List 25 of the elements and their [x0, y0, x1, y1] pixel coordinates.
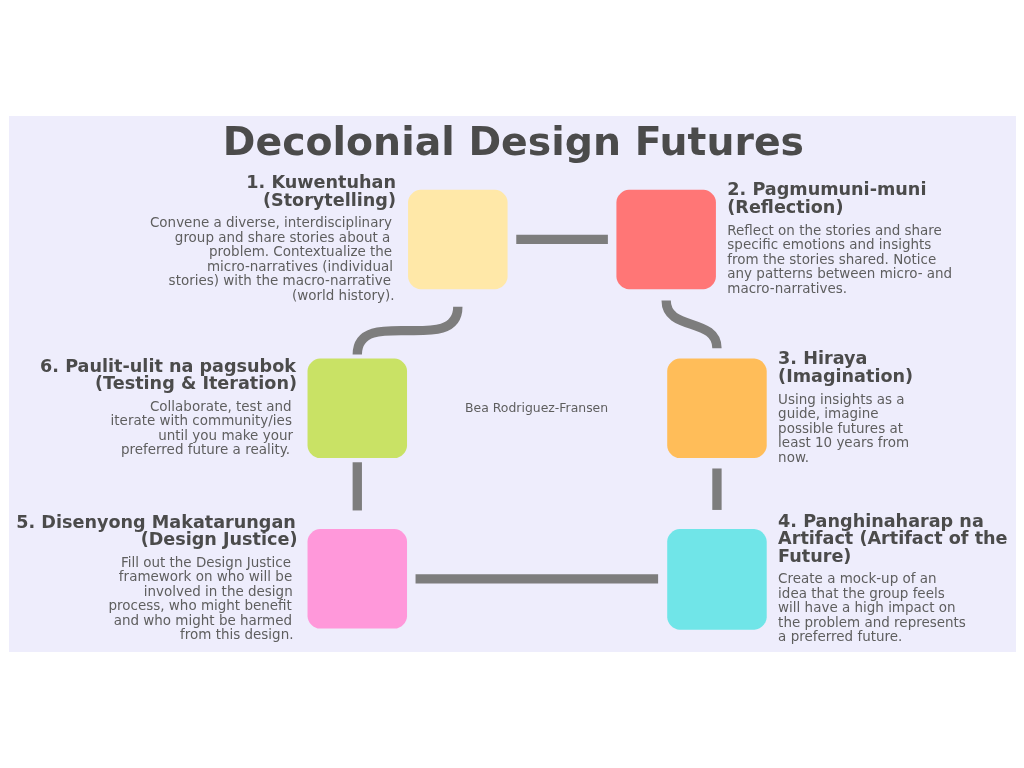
label: Bea Rodriguez-Fransen	[464, 399, 608, 415]
node-box	[307, 529, 407, 629]
node-label: 3. Hiraya (Imagination)	[777, 348, 913, 387]
node-label: 5. Disenyong Makatarungan (Design Justice)	[15, 511, 297, 550]
node-label: Collaborate, test and iterate with community/ies until you make your preferred future a reality.	[110, 397, 293, 458]
connector	[661, 299, 722, 349]
node-label: Reflect on the stories and share specific emotions and insights from the stories shared. Notice any patterns between micro- and macro-narratives.	[726, 221, 952, 296]
node-label: 1. Kuwentuhan (Storytelling)	[245, 172, 396, 210]
node-label: Fill out the Design Justice framework on who will be involved in the design process, who might benefit and who might be harmed from this design.	[108, 553, 293, 643]
node-label: Convene a diverse, interdisciplinary group and share stories about a problem. Contextualize the micro-narratives (individual stories) with the macro-narrative (world history).	[149, 214, 394, 303]
node-box	[666, 529, 767, 630]
node-box	[407, 189, 508, 290]
node-label: Using insights as a guide, imagine possible futures at least 10 years from now.	[777, 390, 909, 465]
diagram-title: Decolonial Design Futures	[222, 117, 804, 164]
connector	[415, 574, 658, 584]
node-box	[666, 358, 767, 459]
connector	[711, 468, 722, 510]
node-box	[615, 189, 716, 290]
connector	[515, 234, 608, 245]
node-label: 6. Paulit-ulit na pagsubok (Testing & Iteration)	[39, 355, 297, 394]
node-box	[307, 358, 407, 459]
node-label: 2. Pagmumuni-muni (Reflection)	[726, 179, 926, 218]
node-label: Create a mock-up of an idea that the group feels will have a high impact on the problem and represents a preferred future.	[777, 570, 966, 645]
node-label: 4. Panghinaharap na Artifact (Artifact of the Future)	[777, 510, 1008, 566]
connector	[352, 462, 362, 511]
